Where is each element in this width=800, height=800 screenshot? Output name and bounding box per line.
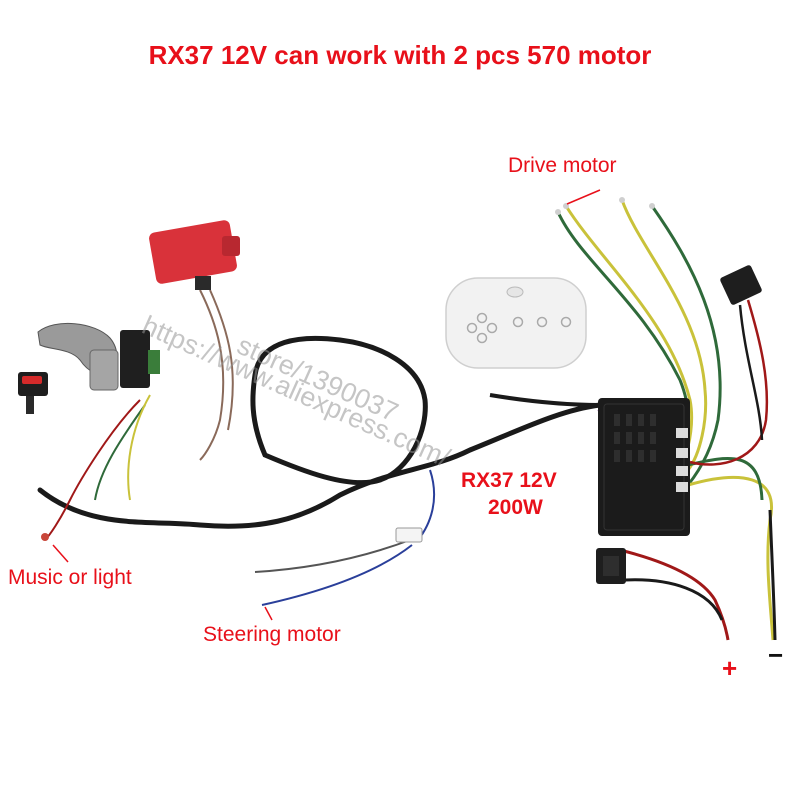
remote-control-icon bbox=[445, 277, 587, 369]
page-title: RX37 12V can work with 2 pcs 570 motor bbox=[148, 40, 652, 70]
battery-negative-wire bbox=[768, 509, 777, 641]
steering-motor-wire-blue bbox=[261, 544, 413, 606]
left-bundle-yellow bbox=[127, 394, 151, 501]
controller-box-icon bbox=[598, 398, 690, 536]
steering-motor-pointer bbox=[264, 606, 273, 621]
power-switch-right-icon bbox=[720, 265, 762, 305]
left-bundle-red bbox=[44, 399, 141, 541]
controller-power-label: 200W bbox=[488, 496, 543, 519]
battery-positive-wire-2 bbox=[624, 578, 724, 621]
drive-wire-terminal-3 bbox=[619, 197, 625, 203]
controller-green-out bbox=[687, 457, 764, 501]
controller-out-wire bbox=[687, 475, 775, 641]
music-module-icon bbox=[149, 220, 240, 290]
positive-terminal-label: + bbox=[722, 653, 738, 683]
steering-motor-wire-black bbox=[254, 539, 411, 573]
drive-wire-terminal-4 bbox=[649, 203, 655, 209]
power-switch-wire-red bbox=[689, 299, 769, 466]
drive-motor-wire-2 bbox=[564, 205, 694, 459]
music-light-pointer bbox=[52, 544, 69, 563]
gear-shifter-icon bbox=[37, 322, 160, 391]
power-switch-left-icon bbox=[18, 372, 48, 414]
music-or-light-label: Music or light bbox=[8, 566, 132, 589]
drive-motor-wire-3 bbox=[620, 199, 708, 471]
battery-positive-wire bbox=[619, 548, 730, 641]
left-bundle-green bbox=[94, 404, 146, 501]
main-harness-cable bbox=[37, 335, 603, 529]
drive-motor-pointer bbox=[566, 189, 601, 205]
connector-plug-icon bbox=[395, 527, 423, 543]
drive-wire-terminal-1 bbox=[555, 209, 561, 215]
negative-terminal-label: − bbox=[768, 640, 784, 670]
music-light-connector-icon bbox=[41, 533, 49, 541]
controller-model-label: RX37 12V bbox=[461, 469, 557, 492]
music-lead-cable bbox=[489, 393, 601, 407]
music-module-leads bbox=[199, 289, 234, 461]
foot-pedal-switch-icon bbox=[596, 548, 626, 584]
power-switch-wire-black bbox=[738, 304, 764, 441]
steering-motor-label: Steering motor bbox=[203, 623, 341, 646]
drive-motor-label: Drive motor bbox=[508, 154, 617, 177]
